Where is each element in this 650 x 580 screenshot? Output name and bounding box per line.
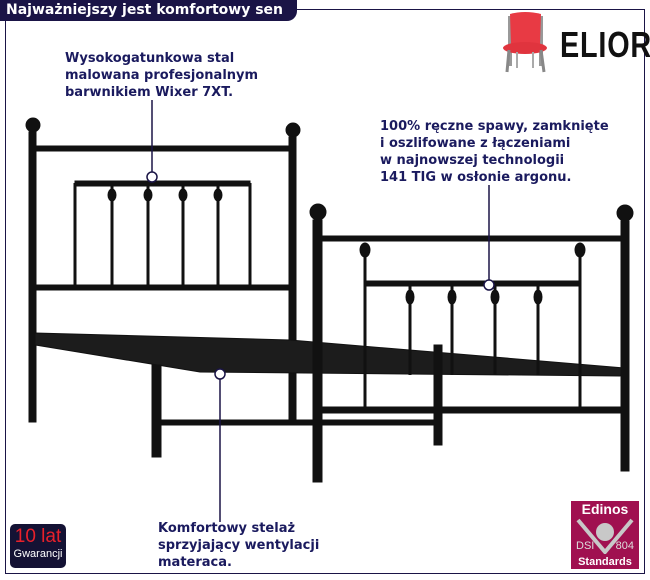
- warranty-badge: 10 lat Gwarancji: [10, 524, 66, 568]
- certificate-v-icon: [576, 518, 634, 554]
- chair-logo-icon: [503, 12, 547, 73]
- warranty-label: Gwarancji: [13, 548, 63, 560]
- callout-dot: [483, 279, 495, 291]
- callout-welds: 100% ręczne spawy, zamknięte i oszlifowa…: [380, 119, 609, 185]
- page-title: Najważniejszy jest komfortowy sen: [0, 0, 298, 21]
- frame-border: [5, 9, 645, 574]
- certificate-name: Edinos: [581, 501, 629, 517]
- brand-name: ELIOR: [560, 24, 650, 65]
- warranty-years: 10 lat: [14, 526, 62, 547]
- certificate-right: 804: [615, 540, 634, 552]
- callout-steel: Wysokogatunkowa stal malowana profesjona…: [65, 51, 259, 100]
- certificate-footer: Standards: [578, 556, 632, 568]
- certificate-badge: Edinos DSI 804 Standards: [571, 501, 639, 569]
- certificate-left: DSI: [576, 540, 595, 552]
- callout-dot: [146, 171, 158, 183]
- callout-frame: Komfortowy stelaż sprzyjający wentylacji…: [158, 521, 320, 570]
- callout-dot: [214, 368, 226, 380]
